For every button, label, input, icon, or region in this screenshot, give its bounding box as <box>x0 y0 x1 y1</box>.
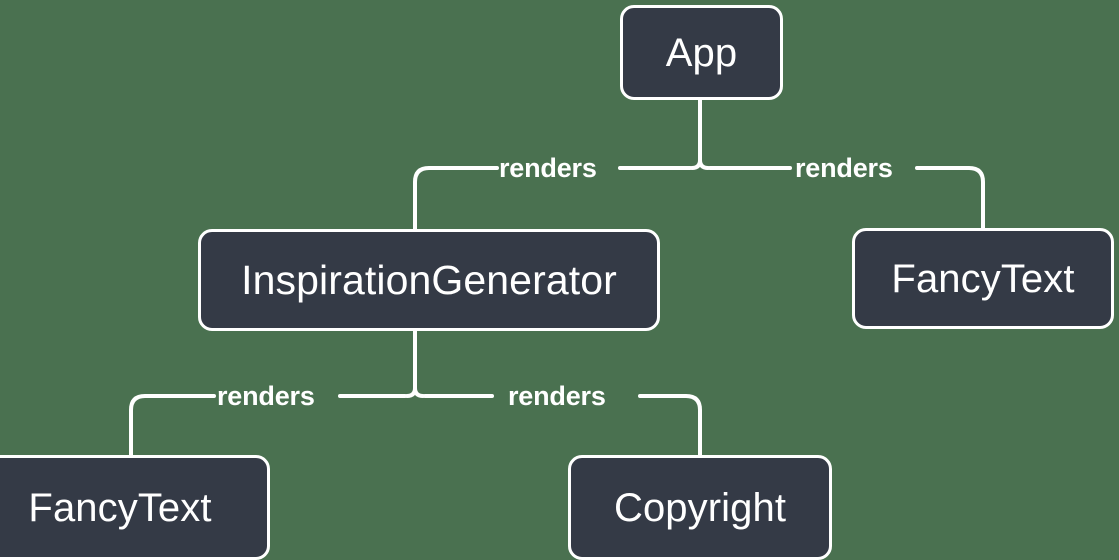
edge-app-stem-right <box>698 158 710 170</box>
node-inspirationgenerator[interactable]: InspirationGenerator <box>198 229 660 331</box>
node-copyright-label: Copyright <box>613 485 787 530</box>
edge-inspirationgenerator-to-copyright-2 <box>638 394 702 457</box>
edge-inspirationgenerator-to-fancytext-2 <box>129 394 216 457</box>
edge-inspirationgenerator-stem-right <box>413 386 425 398</box>
edge-app-to-inspirationgenerator-2 <box>413 166 499 231</box>
edge-label-inspirationgenerator-to-fancytext: renders <box>217 381 315 411</box>
node-app[interactable]: App <box>620 5 783 100</box>
edge-label-app-to-inspirationgenerator: renders <box>499 153 597 183</box>
node-inspirationgenerator-label: InspirationGenerator <box>241 256 617 303</box>
node-copyright[interactable]: Copyright <box>568 455 832 560</box>
node-fancytext-bottom-left-label: FancyText <box>28 485 212 530</box>
edge-label-inspirationgenerator-to-copyright: renders <box>508 381 606 411</box>
node-fancytext-bottom-left[interactable]: FancyText <box>0 455 270 560</box>
edge-app-to-fancytext-right-2 <box>915 166 985 230</box>
node-fancytext-right-label: FancyText <box>891 256 1075 301</box>
edge-inspirationgenerator-stem <box>405 329 417 398</box>
edge-app-stem <box>690 98 702 170</box>
edge-label-app-to-fancytext: renders <box>795 153 893 183</box>
node-fancytext-right[interactable]: FancyText <box>852 228 1114 329</box>
node-app-label: App <box>665 30 738 75</box>
